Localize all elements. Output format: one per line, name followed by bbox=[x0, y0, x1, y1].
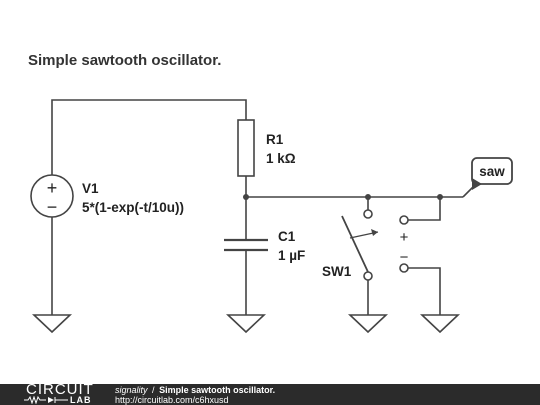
footer-bar: CIRCUIT LAB signality / Simple sawtooth … bbox=[0, 381, 540, 405]
wire-plus-terminal bbox=[408, 197, 441, 221]
v1-plus-symbol: + bbox=[47, 178, 58, 198]
diagram-title: Simple sawtooth oscillator. bbox=[28, 52, 222, 69]
capacitor-c1 bbox=[224, 238, 268, 252]
sw1-minus-symbol: − bbox=[400, 249, 409, 266]
probe-label: saw bbox=[479, 164, 505, 179]
ground-symbol-minus bbox=[419, 314, 461, 334]
v1-minus-symbol: − bbox=[47, 197, 58, 217]
wires bbox=[51, 99, 463, 315]
resistor-r1 bbox=[237, 119, 255, 177]
c1-name-label: C1 bbox=[278, 229, 296, 244]
schematic-canvas: + − V1 5*(1-exp(-t/10u)) R1 1 kΩ C1 1 µF… bbox=[30, 99, 513, 334]
wire-minus-terminal bbox=[408, 267, 441, 315]
c1-value-label: 1 µF bbox=[278, 248, 305, 263]
voltage-source-v1: + − bbox=[30, 174, 74, 218]
circuitlab-logo-wave-icon bbox=[24, 396, 68, 404]
sw1-plus-symbol: + bbox=[400, 229, 409, 246]
circuitlab-logo-bottom: LAB bbox=[70, 395, 92, 405]
r1-value-label: 1 kΩ bbox=[266, 151, 296, 166]
probe-saw: saw bbox=[462, 157, 513, 198]
ground-symbol-sw1 bbox=[347, 314, 389, 334]
ground-symbol-c1 bbox=[225, 314, 267, 334]
sw1-name-label: SW1 bbox=[322, 264, 352, 279]
footer-attribution: signality / Simple sawtooth oscillator. bbox=[115, 385, 275, 395]
switch-sw1: + − bbox=[341, 209, 409, 281]
wire-top-loop bbox=[51, 99, 247, 175]
junction-dot bbox=[243, 194, 249, 200]
footer-separator: / bbox=[152, 385, 155, 395]
circuitlab-logo-top: CIRCUIT bbox=[26, 381, 94, 398]
ground-symbol-v1 bbox=[31, 314, 73, 334]
footer-url-link[interactable]: http://circuitlab.com/c6hxusd bbox=[115, 395, 229, 405]
footer-circuit-title: Simple sawtooth oscillator. bbox=[159, 385, 276, 395]
junction-dot bbox=[365, 194, 371, 200]
v1-name-label: V1 bbox=[82, 181, 99, 196]
v1-value-label: 5*(1-exp(-t/10u)) bbox=[82, 200, 184, 215]
footer-user-link[interactable]: signality bbox=[115, 385, 148, 395]
junction-dot bbox=[437, 194, 443, 200]
r1-name-label: R1 bbox=[266, 132, 284, 147]
